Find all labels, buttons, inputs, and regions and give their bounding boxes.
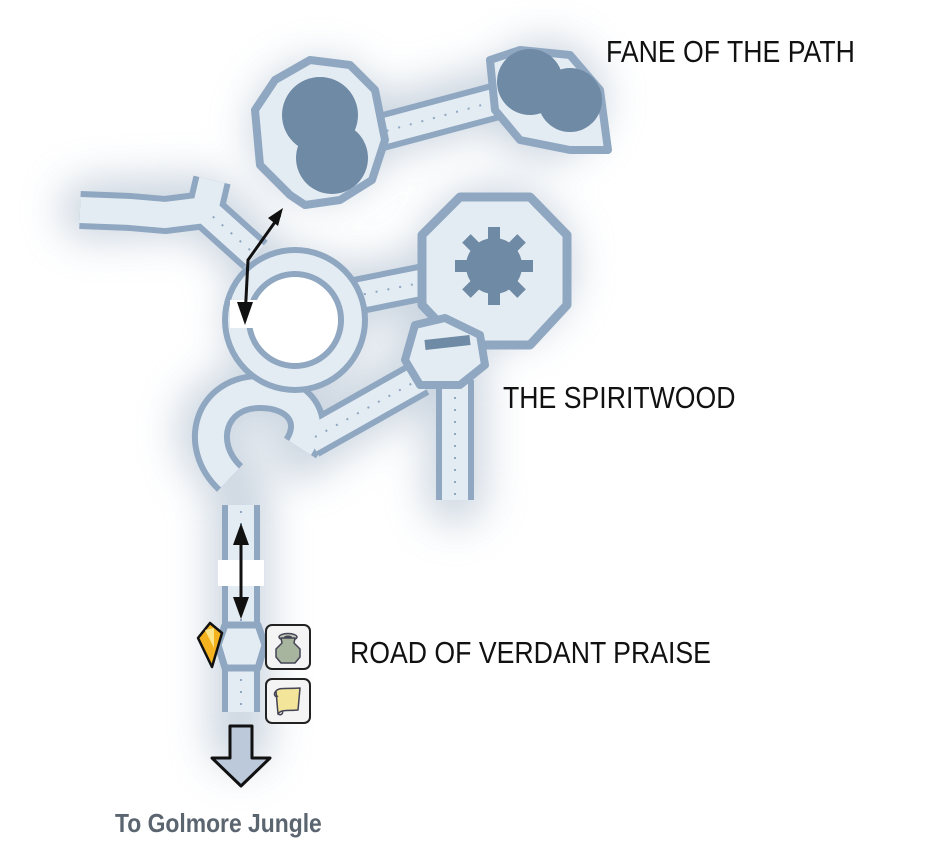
arrow-ring-to-fane xyxy=(237,208,283,325)
area-label-fane: FANE OF THE PATH xyxy=(606,34,855,69)
area-label-road: ROAD OF VERDANT PRAISE xyxy=(350,635,711,670)
road-junction xyxy=(214,621,269,672)
antechamber xyxy=(401,314,489,389)
fane-pit xyxy=(282,77,368,194)
save-crystal-icon[interactable] xyxy=(196,621,224,669)
exit-arrow xyxy=(210,724,272,788)
fane-annex-pit xyxy=(497,49,602,132)
arrow-road-to-spiritwood xyxy=(233,523,249,619)
sun-emblem xyxy=(455,227,533,305)
exit-label: To Golmore Jungle xyxy=(115,808,322,838)
fane-annex-room xyxy=(486,46,612,154)
transition-arrows xyxy=(233,208,283,619)
urn-icon[interactable] xyxy=(265,624,311,670)
fane-room xyxy=(251,56,389,209)
scroll-icon[interactable] xyxy=(265,678,311,724)
area-label-spiritwood: THE SPIRITWOOD xyxy=(503,380,736,415)
ring-room xyxy=(222,247,368,393)
octagon-room xyxy=(417,192,572,350)
